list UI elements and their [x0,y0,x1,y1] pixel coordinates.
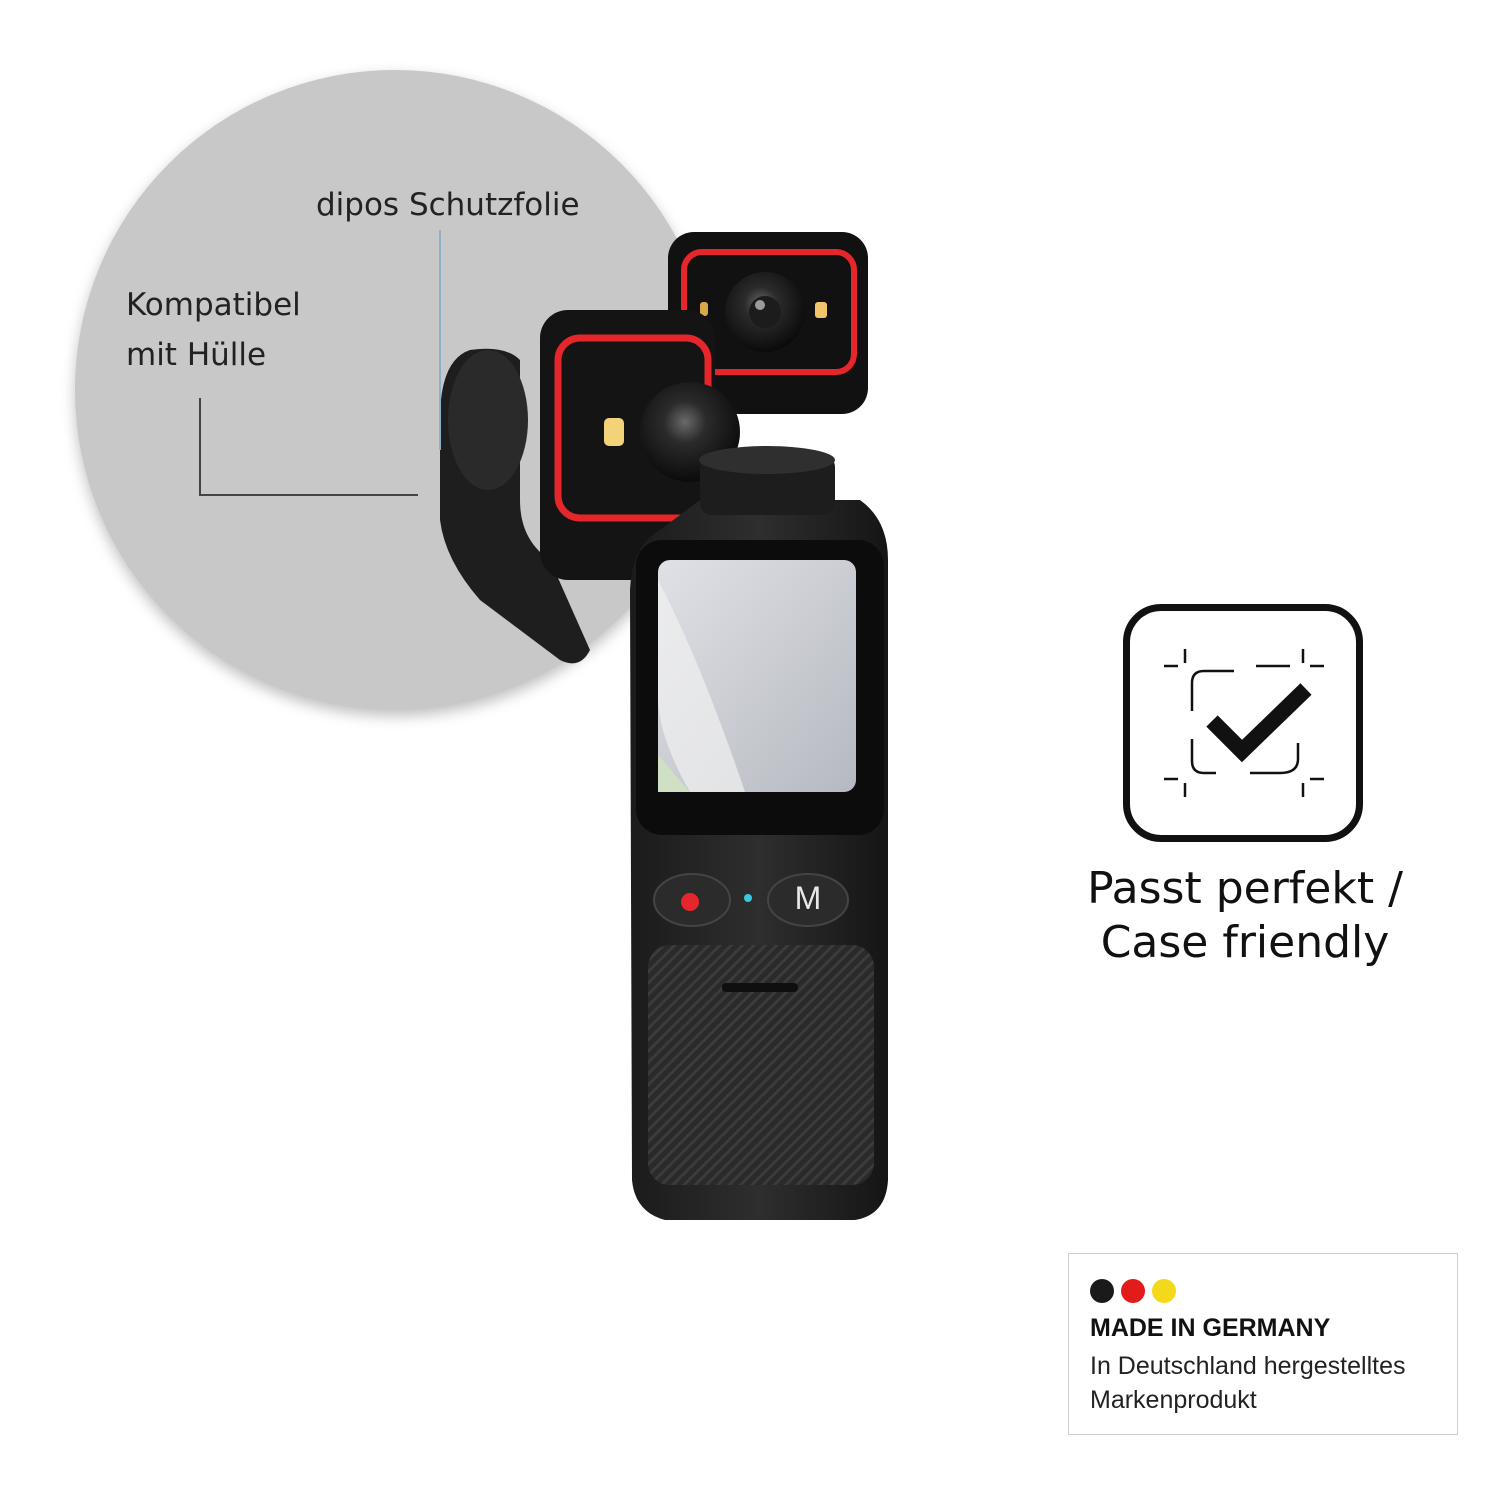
made-in-germany-line1: In Deutschland hergestelltes [1090,1352,1406,1380]
mode-button-label: M [794,880,822,916]
gimbal-arm [440,348,590,664]
film-callout-label: dipos Schutzfolie [316,187,580,223]
made-in-germany-title: MADE IN GERMANY [1090,1314,1331,1342]
status-led [744,894,752,902]
record-indicator [681,893,699,911]
handle-body [630,446,888,1220]
made-in-germany-badge: MADE IN GERMANY In Deutschland hergestel… [1068,1253,1458,1435]
compat-callout-line [199,398,418,496]
flag-dot-red [1121,1279,1145,1303]
made-in-germany-text: In Deutschland hergestelltes Markenprodu… [1090,1349,1405,1417]
case-friendly-caption: Passt perfekt / Case friendly [1060,862,1430,970]
caption-line2: Case friendly [1100,917,1390,968]
check-icon [1164,649,1324,797]
made-in-germany-line2: Markenprodukt [1090,1386,1257,1414]
flag-dot-gold [1152,1279,1176,1303]
flag-dot-black [1090,1279,1114,1303]
check-frame-icon [1123,604,1363,842]
compat-callout-line2: mit Hülle [126,337,267,373]
caption-line1: Passt perfekt / [1087,863,1403,914]
mode-button [767,873,849,927]
camera-head-rear [668,232,868,414]
speaker-grill [648,945,874,1185]
compat-callout-line1: Kompatibel [126,287,301,323]
